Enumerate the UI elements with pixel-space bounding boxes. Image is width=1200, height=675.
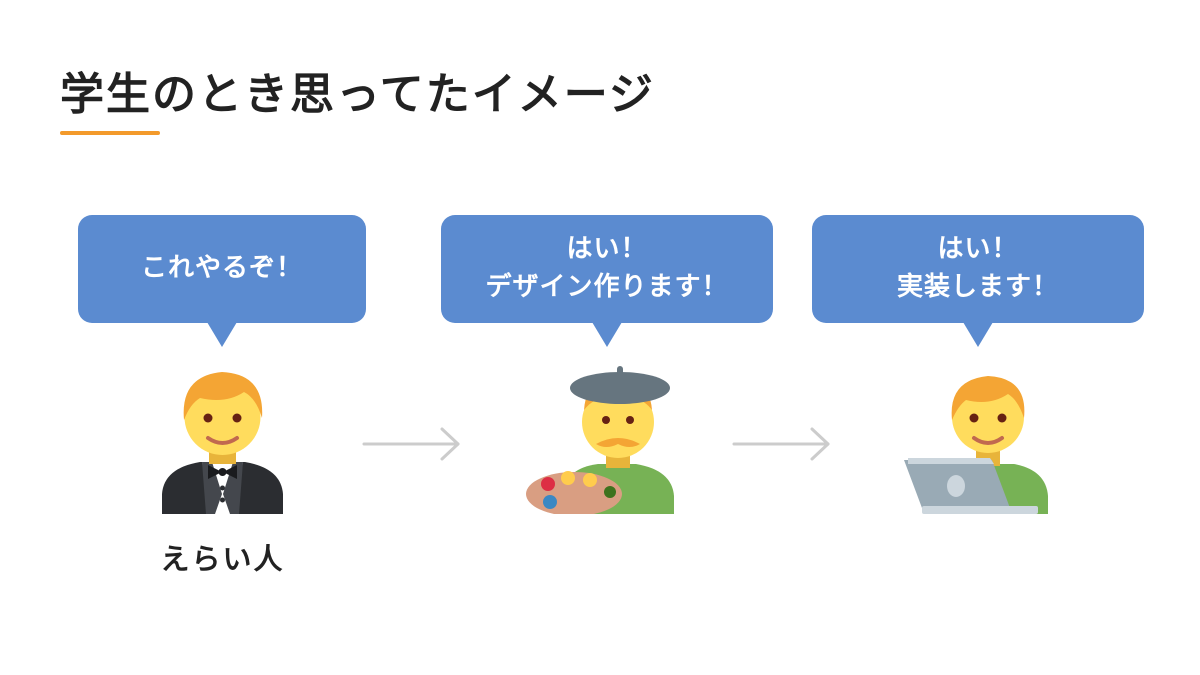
speech-bubble-designer-line-2: デザイン作ります！: [485, 272, 729, 302]
page-title: 学生のとき思ってたイメージ: [60, 69, 655, 120]
right-arrow-icon: [732, 427, 830, 461]
speech-bubble-engineer-line-1: はい！: [937, 234, 1019, 265]
man-in-tuxedo-icon: [162, 372, 283, 514]
speech-bubble-boss: これやるぞ！: [78, 215, 366, 347]
artist-icon: [526, 366, 674, 514]
speech-bubble-tail: [207, 322, 237, 347]
technologist-icon: [904, 376, 1048, 514]
title-underline: [60, 131, 160, 135]
speech-bubble-tail: [592, 322, 622, 347]
speech-bubble-designer-line-1: はい！: [566, 234, 648, 265]
right-arrow-icon: [362, 427, 460, 461]
speech-bubble-engineer-line-2: 実装します！: [896, 272, 1059, 302]
speech-bubble-designer: はい！ デザイン作ります！: [441, 215, 773, 347]
speech-bubble-boss-line-1: これやるぞ！: [140, 253, 303, 284]
speech-bubble-engineer: はい！ 実装します！: [812, 215, 1144, 347]
speech-bubble-tail: [963, 322, 993, 347]
boss-caption: えらい人: [160, 542, 285, 576]
